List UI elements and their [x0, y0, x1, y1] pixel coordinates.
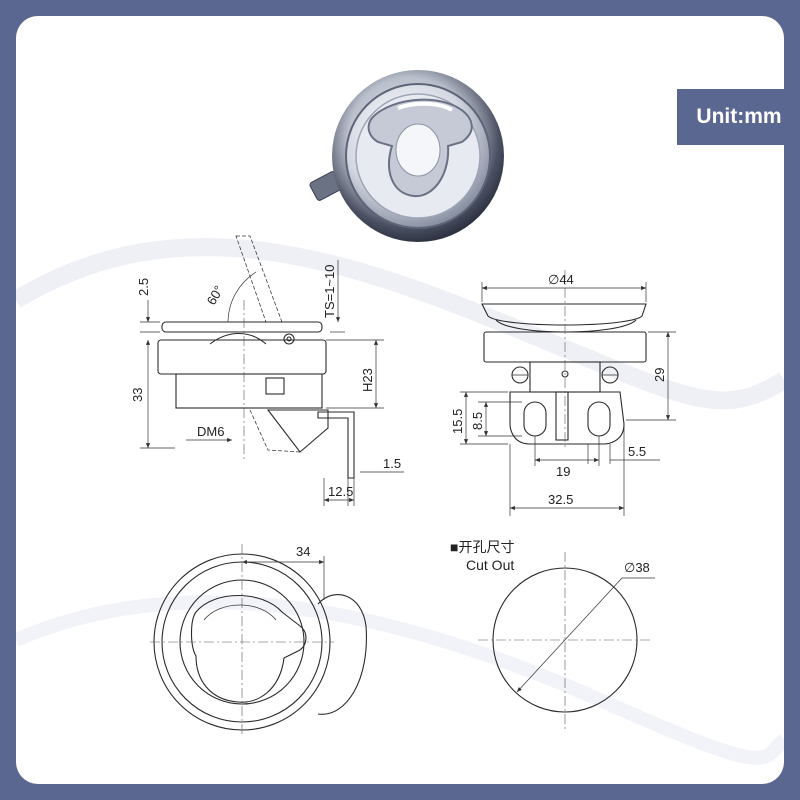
cutout-title-en: Cut Out [466, 557, 514, 573]
unit-badge: Unit:mm [677, 89, 784, 145]
dim-diameter-44-label: ∅44 [548, 272, 574, 287]
front-view [460, 270, 676, 516]
dim-34-label: 34 [296, 544, 310, 559]
thread-dm6-label: DM6 [197, 424, 224, 439]
product-card: 2.5 60° TS=1~10 33 H23 DM6 1.5 12.5 [16, 16, 784, 784]
ts-label: TS=1~10 [322, 265, 337, 319]
background-swoosh [16, 238, 784, 410]
dim-19-label: 19 [556, 464, 570, 479]
angle-60-label: 60° [204, 283, 227, 308]
technical-drawing: 2.5 60° TS=1~10 33 H23 DM6 1.5 12.5 [16, 70, 784, 765]
cutout-view [478, 552, 655, 730]
dim-diameter-38-label: ∅38 [624, 560, 650, 575]
dim-2-5-label: 2.5 [136, 278, 151, 296]
dim-32-5-label: 32.5 [548, 492, 573, 507]
side-view [140, 235, 404, 506]
dim-8-5-label: 8.5 [470, 412, 485, 430]
background-swoosh [16, 595, 784, 765]
top-view [150, 544, 367, 736]
dim-h23-label: H23 [360, 368, 375, 392]
dim-29-label: 29 [652, 368, 667, 382]
cutout-title-cn: ■开孔尺寸 [450, 539, 514, 555]
dim-33-label: 33 [130, 388, 145, 402]
dim-12-5-label: 12.5 [328, 484, 353, 499]
dim-1-5-label: 1.5 [383, 456, 401, 471]
dim-5-5-label: 5.5 [628, 444, 646, 459]
dim-15-5-label: 15.5 [450, 409, 465, 434]
product-photo [309, 70, 504, 242]
